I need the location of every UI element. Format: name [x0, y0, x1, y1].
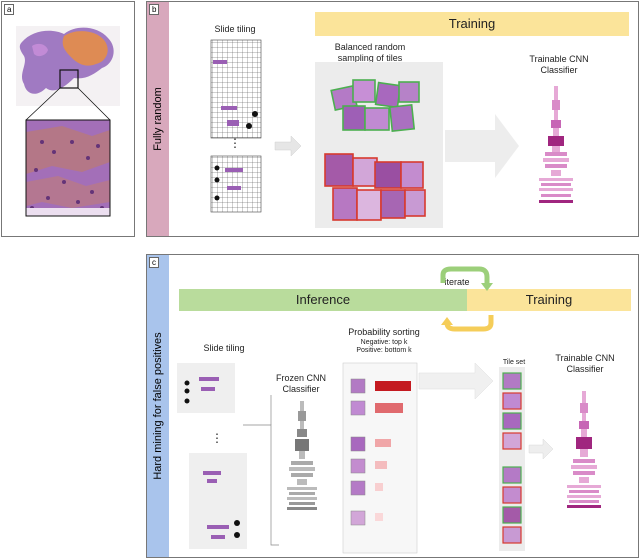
training-band-b: Training: [315, 12, 629, 36]
green-tiles: [330, 79, 420, 132]
prob-sort-label: Probability sorting: [348, 327, 420, 337]
panel-a-tag: a: [4, 4, 15, 15]
cnn-label-b-line2: Classifier: [540, 65, 578, 75]
inference-band: Inference: [179, 289, 467, 311]
arrow-tileset-to-cnn: [528, 438, 554, 460]
panel-b-figure: [210, 39, 573, 228]
cnn-label-c-line1: Trainable CNN: [555, 353, 615, 363]
red-tiles: [324, 153, 426, 221]
panel-b-sidebar: Fully random: [147, 2, 169, 236]
panel-b: Fully random b Training Slide tiling Bal…: [146, 1, 639, 237]
sorting-tiles: [350, 378, 366, 526]
iterate-arrow-top: [440, 266, 490, 285]
tumor-region: [62, 31, 108, 66]
iterate-label: iterate: [444, 277, 470, 287]
inference-band-label: Inference: [295, 292, 351, 307]
panel-c: Hard mining for false positives c Infere…: [146, 254, 639, 558]
negative-label: Negative: top k: [360, 339, 408, 346]
cnn-label-c-line2: Classifier: [566, 364, 604, 374]
arrow-sampling-to-cnn: [445, 114, 519, 178]
panel-c-tag: c: [149, 257, 159, 268]
zoom-box: [59, 69, 79, 89]
zoomed-tissue: [26, 120, 110, 216]
panel-a: a: [1, 1, 135, 237]
sampling-label-line1: Balanced random: [334, 42, 406, 52]
cnn-label-b-line1: Trainable CNN: [529, 54, 589, 64]
training-band-b-label: Training: [448, 16, 496, 31]
cnn-trainable-c: [567, 391, 601, 508]
tile-set-tiles: [502, 372, 522, 544]
panel-c-figure: [177, 266, 601, 554]
cnn-trainable-b: [539, 86, 573, 203]
arrow-sorting-to-tileset: [418, 362, 494, 400]
tiling-ellipsis-c: ⋮: [211, 431, 223, 445]
cnn-frozen: [287, 401, 317, 510]
training-band-c-label: Training: [525, 292, 573, 307]
probability-bars: [375, 381, 411, 521]
tiling-ellipsis-b: ⋮: [229, 136, 241, 150]
frozen-cnn-label-line1: Frozen CNN: [275, 373, 326, 383]
tiling-grid-bottom: [210, 155, 262, 213]
tile-set-label: Tile set: [502, 359, 526, 366]
iterate-arrow-bottom: [444, 315, 494, 332]
training-band-c: Training: [467, 289, 631, 311]
arrow-tiling-to-sampling: [274, 135, 302, 157]
frozen-cnn-label-line2: Classifier: [282, 384, 320, 394]
slide-tiling-label-b: Slide tiling: [214, 24, 256, 34]
panel-c-sidebar: Hard mining for false positives: [147, 255, 169, 557]
panel-b-tag: b: [149, 4, 160, 15]
positive-label: Positive: bottom k: [356, 347, 412, 354]
sampling-label-line2: sampling of tiles: [337, 53, 403, 63]
panel-a-figure: [16, 26, 120, 217]
slide-tiling-label-c: Slide tiling: [203, 343, 245, 353]
